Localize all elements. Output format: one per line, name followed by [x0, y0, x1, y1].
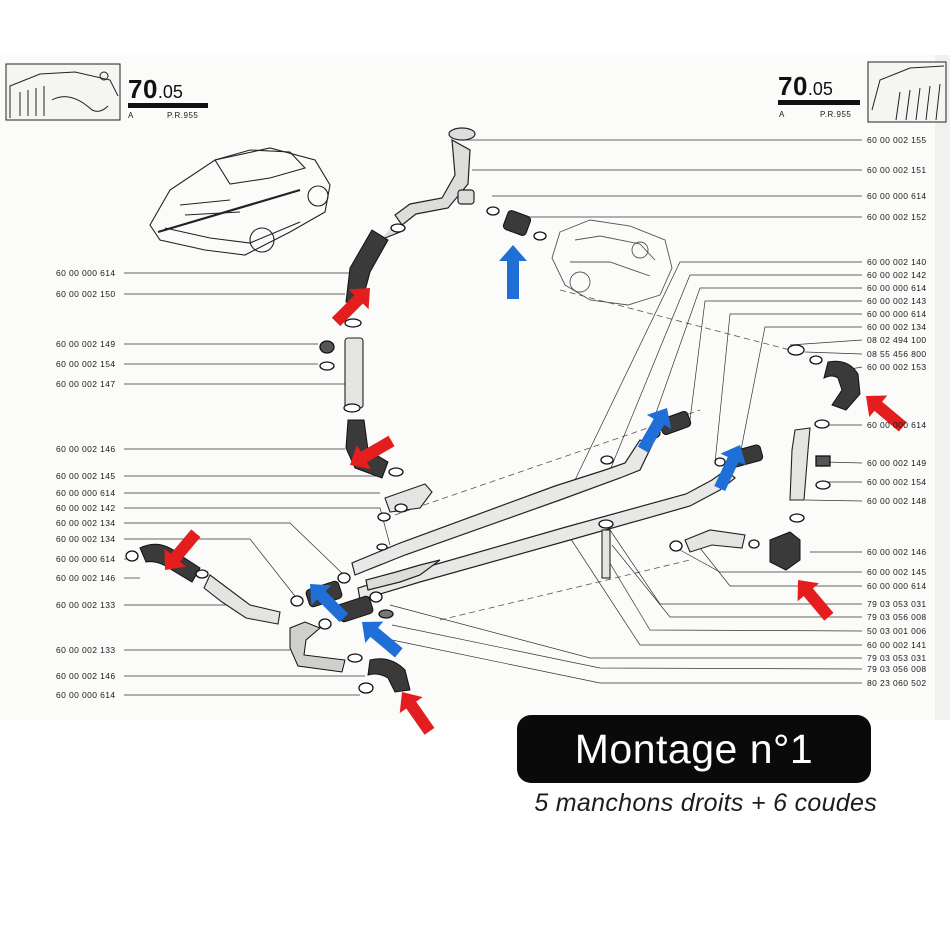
montage-badge: Montage n°1: [517, 715, 871, 783]
part-ref-right: 60 00 002 134: [867, 322, 927, 332]
part-ref-right: 79 03 053 031: [867, 599, 927, 609]
part-ref-right: 79 03 056 008: [867, 612, 927, 622]
part-ref-left: 60 00 002 146: [56, 671, 116, 681]
part-ref-right: 60 00 002 143: [867, 296, 927, 306]
radiator-thumbnail-left: [5, 63, 121, 121]
blue-arrow-right-sleeve: [714, 445, 746, 492]
plate-ref-left: P.R.955: [167, 111, 199, 120]
part-ref-left: 60 00 002 154: [56, 359, 116, 369]
red-arrows: [164, 288, 907, 735]
red-arrow-right-lower-hose: [797, 580, 834, 621]
blue-arrow-left-sleeve: [310, 584, 349, 623]
blue-arrow-lower-sleeve: [362, 621, 403, 658]
leader-lines-right: [389, 139, 863, 684]
part-ref-right: 60 00 000 614: [867, 309, 927, 319]
red-arrow-front-hose: [164, 529, 201, 570]
part-ref-left: 60 00 002 146: [56, 573, 116, 583]
part-ref-left: 60 00 000 614: [56, 554, 116, 564]
part-ref-right: 08 55 456 800: [867, 349, 927, 359]
radiator-thumbnail-right: [867, 61, 947, 123]
part-ref-right: 60 00 002 151: [867, 165, 927, 175]
part-ref-right: 60 00 002 146: [867, 547, 927, 557]
part-ref-right: 60 00 002 141: [867, 640, 927, 650]
car-sketch: [149, 147, 331, 256]
red-arrow-bottom-hose: [399, 692, 435, 735]
plate-code-right: A: [779, 110, 785, 119]
part-ref-left: 60 00 002 149: [56, 339, 116, 349]
part-ref-left: 60 00 002 133: [56, 600, 116, 610]
montage-title: Montage n°1: [574, 725, 814, 772]
metal-pipes: [203, 337, 811, 625]
dashed-guides: [394, 289, 791, 621]
part-ref-left: 60 00 002 147: [56, 379, 116, 389]
blue-arrows: [310, 245, 746, 658]
part-ref-right: 60 00 002 145: [867, 567, 927, 577]
plate-number-right-suffix: .05: [807, 79, 833, 99]
montage-subtitle: 5 manchons droits + 6 coudes: [534, 789, 877, 817]
plate-bar-right: [778, 100, 860, 105]
part-ref-right: 80 23 060 502: [867, 678, 927, 688]
part-ref-left: 60 00 002 150: [56, 289, 116, 299]
long-coolant-pipes: [351, 439, 736, 601]
part-ref-right: 60 00 002 152: [867, 212, 927, 222]
parts-catalog-scan: [0, 55, 950, 720]
part-ref-right: 60 00 000 614: [867, 581, 927, 591]
part-ref-right: 60 00 002 140: [867, 257, 927, 267]
part-ref-right: 60 00 000 614: [867, 191, 927, 201]
part-ref-left: 60 00 002 142: [56, 503, 116, 513]
plate-bar-left: [128, 103, 208, 108]
part-ref-left: 60 00 002 146: [56, 444, 116, 454]
part-ref-left: 60 00 000 614: [56, 690, 116, 700]
part-ref-left: 60 00 002 145: [56, 471, 116, 481]
blue-arrow-filler-sleeve: [499, 245, 527, 299]
plate-number-left-suffix: .05: [157, 82, 183, 102]
red-arrow-mid-hose: [350, 435, 395, 470]
part-ref-left: 60 00 002 133: [56, 645, 116, 655]
plate-number-right-main: 70: [778, 71, 808, 101]
hose-clamps: [125, 206, 831, 694]
plate-ref-right: P.R.955: [820, 110, 852, 119]
part-ref-right: 50 03 001 006: [867, 626, 927, 636]
engine-sketch: [551, 219, 673, 306]
part-ref-right: 08 02 494 100: [867, 335, 927, 345]
part-ref-left: 60 00 000 614: [56, 488, 116, 498]
part-ref-right: 60 00 002 149: [867, 458, 927, 468]
part-ref-right: 60 00 000 614: [867, 420, 927, 430]
plate-number-left-main: 70: [128, 74, 158, 104]
part-ref-right: 60 00 000 614: [867, 283, 927, 293]
part-ref-right: 60 00 002 155: [867, 135, 927, 145]
part-ref-right: 79 03 056 008: [867, 664, 927, 674]
part-ref-left: 60 00 002 134: [56, 518, 116, 528]
leader-lines-left: [124, 239, 391, 696]
filler-neck-assembly: [379, 127, 476, 241]
part-ref-right: 60 00 002 142: [867, 270, 927, 280]
part-ref-left: 60 00 000 614: [56, 268, 116, 278]
red-arrow-upper-hose: [331, 288, 370, 327]
scan-page-edge: [935, 55, 950, 720]
part-ref-right: 60 00 002 148: [867, 496, 927, 506]
plate-number-left: 70.05: [128, 74, 183, 105]
red-arrow-right-hose: [866, 395, 907, 432]
part-ref-right: 79 03 053 031: [867, 653, 927, 663]
plate-code-left: A: [128, 111, 134, 120]
part-ref-right: 60 00 002 153: [867, 362, 927, 372]
part-ref-right: 60 00 002 154: [867, 477, 927, 487]
plate-number-right: 70.05: [778, 71, 833, 102]
rubber-hoses: [139, 210, 861, 693]
part-ref-left: 60 00 002 134: [56, 534, 116, 544]
blue-arrow-upper-sleeve: [637, 408, 672, 453]
